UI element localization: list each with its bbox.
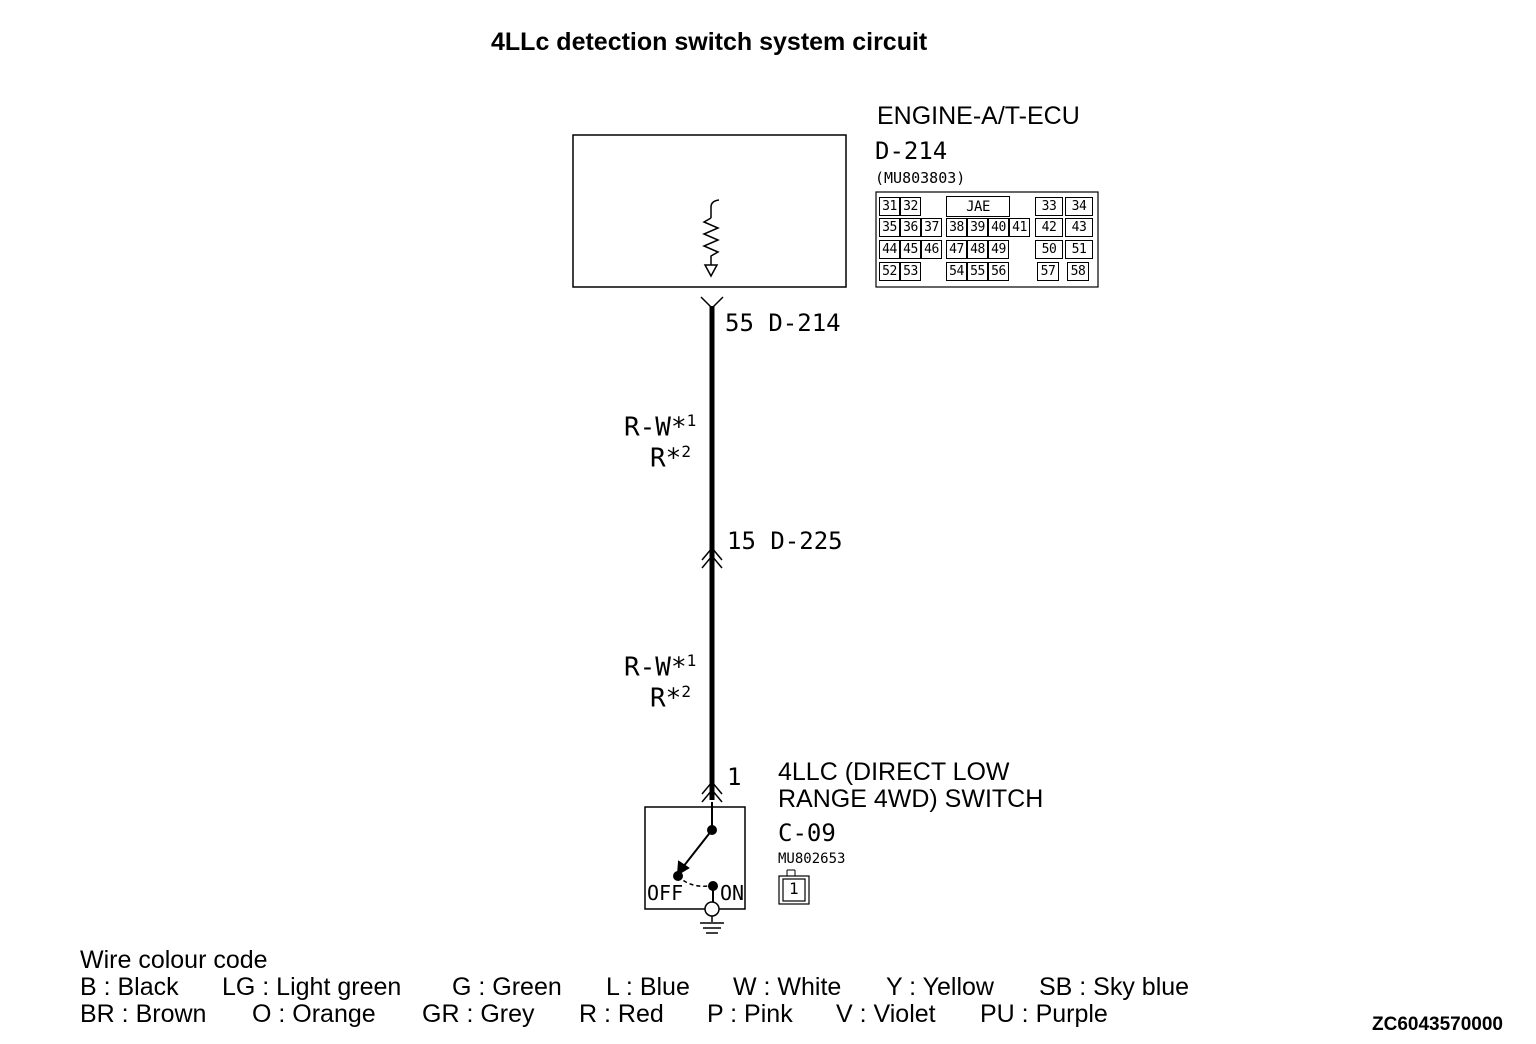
footnote-mark: 1 [686, 411, 697, 430]
wire-color-lower-line1: R-W*1 [624, 651, 696, 683]
pin-cell: 49 [988, 240, 1009, 259]
switch-terminal-label: 1 [727, 763, 742, 791]
pin-cell: 40 [988, 218, 1009, 237]
legend-item: O : Orange [252, 1000, 376, 1028]
pin-cell: 53 [900, 262, 921, 281]
pin-cell: 52 [879, 262, 900, 281]
legend-heading: Wire colour code [80, 946, 268, 974]
switch-name-line1: 4LLC (DIRECT LOW [778, 758, 1010, 786]
pin-cell: 44 [879, 240, 900, 259]
ecu-terminal-label: 55 D-214 [725, 309, 841, 337]
switch-name-line2: RANGE 4WD) SWITCH [778, 785, 1044, 813]
pin-cell: 55 [967, 262, 988, 281]
pin-cell: 36 [900, 218, 921, 237]
switch-pin-number: 1 [789, 879, 799, 898]
footnote-mark: 2 [681, 442, 691, 461]
ecu-connector-frame [875, 191, 1099, 288]
switch-connector-mark [701, 780, 723, 803]
figure-code: ZC6043570000 [1372, 1014, 1503, 1035]
ecu-resistor-symbol [702, 199, 720, 278]
ground-icon [700, 901, 724, 934]
legend-item: PU : Purple [980, 1000, 1108, 1028]
wire-color-lower-line2: R*2 [650, 682, 691, 714]
switch-connector-label: C-09 [778, 819, 836, 847]
pin-cell: 35 [879, 218, 900, 237]
ecu-part-number: (MU803803) [875, 169, 966, 187]
legend-item: SB : Sky blue [1039, 973, 1190, 1001]
legend-item: LG : Light green [222, 973, 402, 1001]
connector-maker-label: JAE [946, 196, 1010, 217]
footnote-mark: 1 [686, 651, 697, 670]
legend-item: G : Green [452, 973, 562, 1001]
pin-cell: 38 [946, 218, 967, 237]
legend-item: W : White [733, 973, 842, 1001]
wire-color-upper-line1: R-W*1 [624, 411, 696, 443]
switch-on-label: ON [720, 881, 745, 905]
pin-cell: 37 [921, 218, 942, 237]
diagram-title: 4LLc detection switch system circuit [491, 28, 928, 56]
pin-cell: 46 [921, 240, 942, 259]
legend-item: P : Pink [707, 1000, 793, 1028]
legend-item: Y : Yellow [886, 973, 994, 1001]
switch-off-label: OFF [647, 881, 684, 905]
pin-cell: 31 [879, 197, 900, 216]
ecu-name: ENGINE-A/T-ECU [877, 102, 1080, 130]
ecu-connector-label: D-214 [875, 137, 948, 165]
pin-cell: 42 [1035, 218, 1063, 237]
pin-cell: 39 [967, 218, 988, 237]
legend-item: B : Black [80, 973, 179, 1001]
pin-cell: 54 [946, 262, 967, 281]
wire-color-text: R* [650, 443, 682, 474]
switch-box [644, 806, 746, 910]
legend-item: R : Red [579, 1000, 664, 1028]
junction-terminal-label: 15 D-225 [727, 527, 843, 555]
pin-cell: 32 [900, 197, 921, 216]
ecu-box [572, 134, 847, 288]
pin-cell: 56 [988, 262, 1009, 281]
pin-cell: 33 [1035, 197, 1063, 216]
legend-item: L : Blue [606, 973, 690, 1001]
footnote-mark: 2 [681, 682, 691, 701]
pin-cell: 57 [1037, 262, 1059, 281]
pin-cell: 58 [1067, 262, 1089, 281]
pin-cell: 34 [1065, 197, 1093, 216]
pin-cell: 43 [1065, 218, 1093, 237]
legend-item: V : Violet [836, 1000, 936, 1028]
pin-cell: 48 [967, 240, 988, 259]
switch-connector-icon [778, 869, 810, 905]
wire-color-text: R-W* [624, 412, 687, 443]
wire-color-text: R* [650, 683, 682, 714]
wire-color-upper-line2: R*2 [650, 442, 691, 474]
legend-item: GR : Grey [422, 1000, 535, 1028]
legend-item: BR : Brown [80, 1000, 207, 1028]
wire-color-text: R-W* [624, 652, 687, 683]
pin-cell: 50 [1035, 240, 1063, 259]
pin-cell: 41 [1009, 218, 1030, 237]
switch-part-number: MU802653 [778, 851, 846, 867]
pin-cell: 47 [946, 240, 967, 259]
junction-connector-mark [701, 546, 723, 569]
switch-contacts [673, 802, 718, 902]
pin-cell: 45 [900, 240, 921, 259]
pin-cell: 51 [1065, 240, 1093, 259]
